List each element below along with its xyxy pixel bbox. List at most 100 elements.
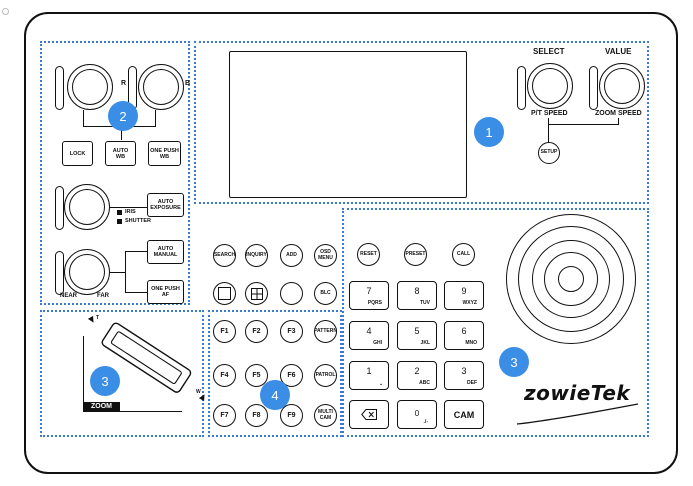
t-mark: T [96,315,100,321]
search-button[interactable]: SEARCH [213,244,236,267]
add-button[interactable]: ADD [280,244,303,267]
preset-button[interactable]: PRESET [404,243,427,266]
key-letters: JKL [420,340,430,346]
f9-button[interactable]: F9 [280,404,303,427]
key-digit: 2 [414,366,420,376]
pt-speed-label: P/T SPEED [531,110,568,117]
blank-round-button[interactable] [280,282,303,305]
single-view-icon [218,287,231,300]
quad-view-button[interactable] [245,282,268,305]
key-letters: GHI [373,340,382,346]
focus-link-line [125,292,147,293]
iris-label: IRIS [125,209,136,215]
logo-swoosh [516,403,639,425]
iris-indicator-icon [117,210,122,215]
inquiry-button[interactable]: INQUIRY [245,244,268,267]
setup-link-line [618,118,619,125]
cam-key[interactable]: CAM [444,400,484,429]
auto-exposure-button[interactable]: AUTO EXPOSURE [147,193,184,217]
b-label: B [185,80,191,87]
f2-button[interactable]: F2 [245,320,268,343]
backspace-key[interactable] [349,400,389,429]
exposure-link-line [110,207,147,208]
key-1[interactable]: 1⎵ [349,361,389,390]
f6-button[interactable]: F6 [280,364,303,387]
exposure-knob[interactable] [64,184,110,230]
value-knob[interactable] [599,63,645,109]
zoom-axis-horizontal [83,411,182,412]
single-view-button[interactable] [213,282,236,305]
zowietek-logo: zowieTek [524,381,631,405]
backspace-icon [361,409,377,420]
zoom-label: ZOOM [83,402,120,411]
select-knob-slot [517,66,526,110]
key-letters: MNO [465,340,477,346]
zone-4-badge: 4 [260,380,290,410]
multi-cam-button[interactable]: MULTI CAM [314,404,337,427]
reset-button[interactable]: RESET [357,243,380,266]
setup-button[interactable]: SETUP [538,142,560,164]
far-label: FAR [97,293,109,299]
f8-button[interactable]: F8 [245,404,268,427]
zone-2-outline [40,41,190,305]
w-mark: W [196,389,201,395]
key-letters: PQRS [367,300,382,306]
f5-button[interactable]: F5 [245,364,268,387]
zone-3-left-badge: 3 [90,366,120,396]
zone-3-right-badge: 3 [499,347,529,377]
key-letters: ABC [419,380,430,386]
auto-wb-button[interactable]: AUTO WB [105,141,136,166]
f4-button[interactable]: F4 [213,364,236,387]
zone-4-outline [208,310,342,437]
focus-knob-slot [55,251,64,295]
corner-hole-icon [2,8,9,15]
wb-bracket-line [155,110,156,127]
wb-bracket-line [121,126,122,140]
key-0[interactable]: 0./- [397,400,437,429]
zone-1-badge: 1 [474,117,504,147]
zoom-rocker[interactable] [90,312,200,404]
call-button[interactable]: CALL [452,243,475,266]
key-digit: 7 [366,286,372,296]
key-digit: 9 [461,286,467,296]
focus-link-line [125,251,147,252]
zone-3-right-outline [342,208,649,437]
lock-button[interactable]: LOCK [62,141,93,166]
key-digit: 5 [414,326,420,336]
focus-link-line [125,251,126,293]
near-label: NEAR [60,293,78,299]
b-knob[interactable] [138,64,184,110]
f3-button[interactable]: F3 [280,320,303,343]
joystick-stick[interactable] [558,266,584,292]
key-letters: ./- [423,419,428,425]
patrol-button[interactable]: PATROL [314,364,337,387]
f1-button[interactable]: F1 [213,320,236,343]
one-push-af-button[interactable]: ONE PUSH AF [147,280,184,304]
blc-button[interactable]: BLC [314,282,337,305]
f7-button[interactable]: F7 [213,404,236,427]
shutter-indicator-icon [117,219,122,224]
pattern-button[interactable]: PATTERN [314,320,337,343]
value-knob-slot [589,66,598,110]
lcd-screen [229,51,467,198]
one-push-wb-button[interactable]: ONE PUSH WB [148,141,181,166]
focus-knob[interactable] [64,249,110,295]
r-knob[interactable] [67,64,113,110]
key-digit: 1 [366,366,372,376]
key-digit: 4 [366,326,372,336]
exposure-knob-slot [55,186,64,230]
select-knob[interactable] [527,63,573,109]
value-label: VALUE [605,47,632,56]
focus-link-line [110,272,125,273]
key-letters: WXYZ [462,300,477,306]
osd-menu-button[interactable]: OSD MENU [314,244,337,267]
auto-manual-button[interactable]: AUTO MANUAL [147,240,184,264]
